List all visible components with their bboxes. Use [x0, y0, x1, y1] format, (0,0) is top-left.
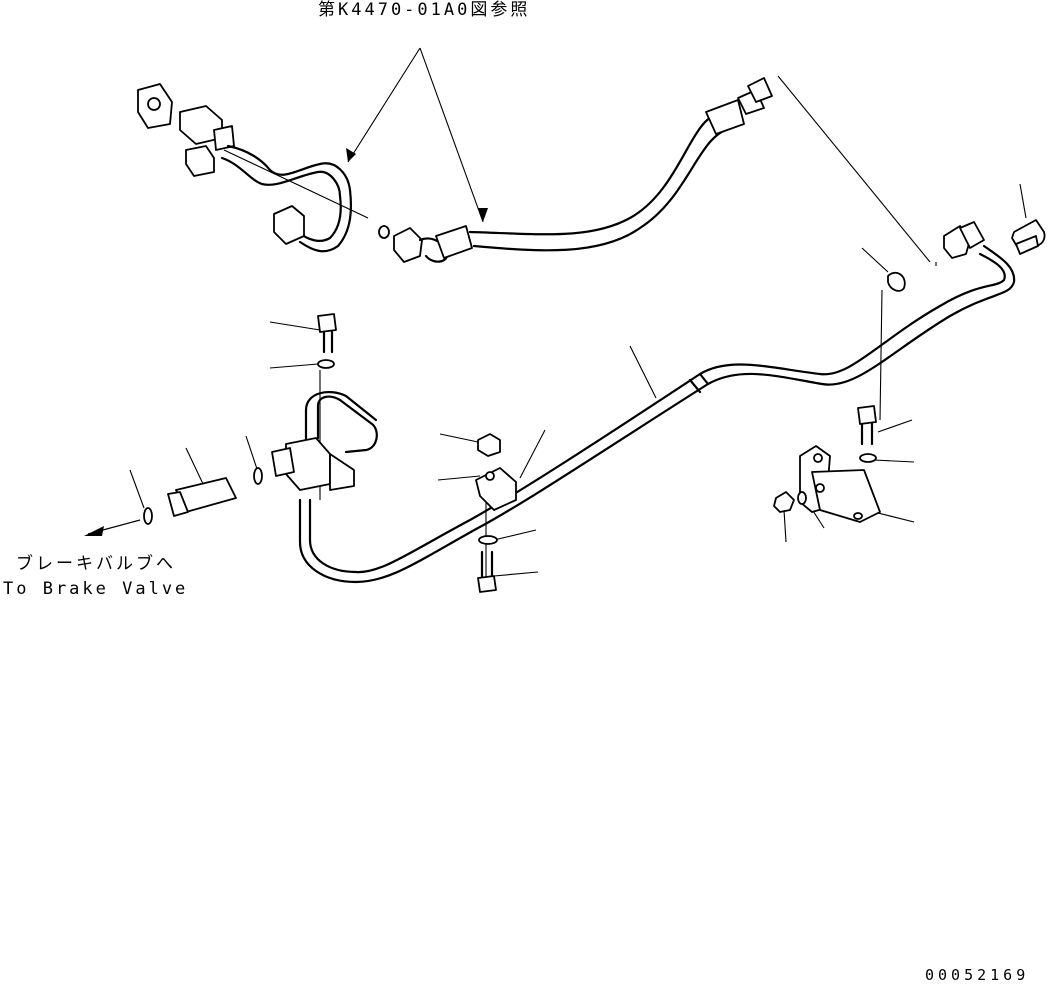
brake-valve-label-ja: ブレーキバルブへ [16, 554, 176, 574]
leader-arrows [84, 148, 488, 536]
upper-left-pipe-assembly [137, 83, 390, 253]
center-clamp [475, 433, 517, 593]
upper-right-fittings [887, 219, 1046, 292]
upper-hose [393, 77, 773, 263]
figure-number: 00052169 [925, 966, 1030, 984]
left-valve-block [143, 313, 378, 525]
right-bracket [773, 405, 881, 523]
leader-lines [129, 47, 1027, 580]
brake-valve-label-en: To Brake Valve [3, 579, 189, 599]
main-brake-tube [298, 244, 1016, 584]
reference-label: 第K4470-01A0図参照 [318, 0, 531, 20]
